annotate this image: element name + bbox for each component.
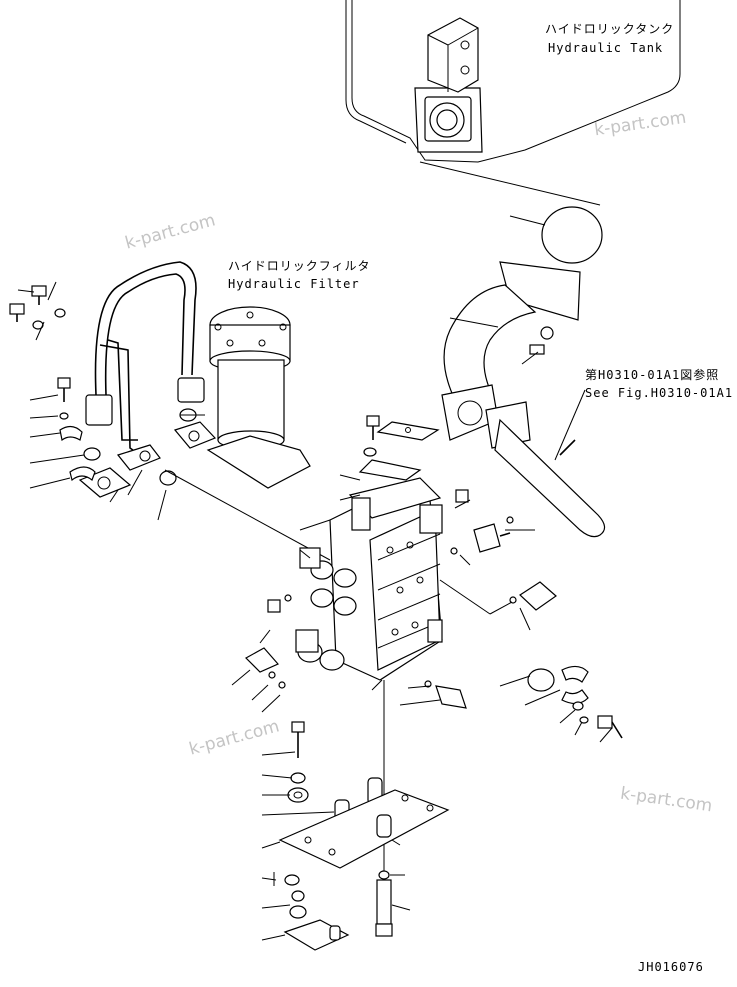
o-ring-large bbox=[541, 206, 603, 264]
suction-elbow-pipe bbox=[441, 261, 581, 441]
leader-lines-left bbox=[17, 281, 331, 561]
leader-lines-bottom bbox=[261, 751, 411, 941]
leader-lines-right bbox=[231, 474, 613, 743]
hydraulic-tank bbox=[345, 0, 681, 163]
valve-top-parts bbox=[358, 415, 469, 503]
tank-label-en: Hydraulic Tank bbox=[548, 41, 664, 55]
reference-label-en: See Fig.H0310-01A1 bbox=[585, 386, 734, 400]
tank-label-jp: ハイドロリックタンク bbox=[545, 22, 675, 36]
hydraulic-hose bbox=[78, 261, 217, 498]
left-fasteners bbox=[9, 285, 197, 486]
filter-label-en: Hydraulic Filter bbox=[228, 277, 360, 291]
return-pipe bbox=[485, 389, 606, 538]
hydraulic-filter bbox=[206, 306, 311, 489]
right-fittings bbox=[245, 516, 623, 739]
filter-label-jp: ハイドロリックフィルタ bbox=[228, 259, 371, 273]
mounting-parts bbox=[278, 721, 450, 951]
reference-label-jp: 第H0310-01A1図参照 bbox=[585, 368, 720, 382]
control-valve bbox=[295, 477, 443, 691]
drawing-number: JH016076 bbox=[638, 960, 704, 974]
